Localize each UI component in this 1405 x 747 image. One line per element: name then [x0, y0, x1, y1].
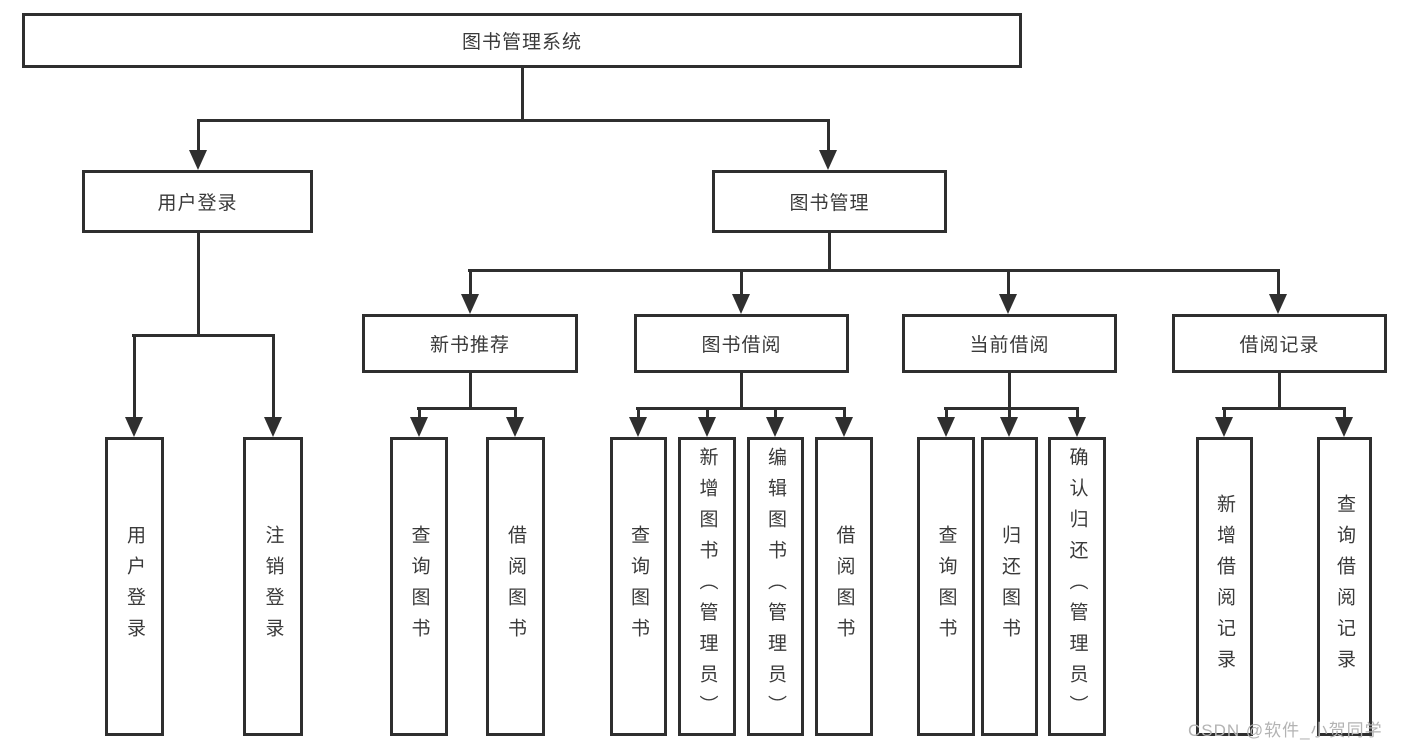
leaf-cb-confirm-return: 确认归还（管理员） [1048, 437, 1106, 736]
leaf-user-login-label: 用户登录 [124, 524, 145, 649]
connector-line [468, 373, 472, 410]
node-user-login: 用户登录 [82, 170, 313, 233]
arrowhead-down-icon [125, 417, 143, 437]
connector-line [1007, 407, 1011, 420]
arrowhead-down-icon [819, 150, 837, 170]
arrowhead-down-icon [766, 417, 784, 437]
leaf-bb-query-book: 查询图书 [610, 437, 667, 736]
leaf-bb-add-book-label: 新增图书（管理员） [696, 447, 718, 726]
arrowhead-down-icon [1335, 417, 1353, 437]
connector-line [705, 407, 709, 420]
connector-line [1342, 407, 1346, 420]
connector-line [944, 406, 1079, 410]
node-new-book-recommend: 新书推荐 [362, 314, 578, 373]
leaf-user-login: 用户登录 [105, 437, 164, 736]
node-book-borrow: 图书借阅 [634, 314, 849, 373]
leaf-cb-return-book-label: 归还图书 [999, 524, 1020, 649]
connector-line [773, 407, 777, 420]
arrowhead-down-icon [835, 417, 853, 437]
connector-line [271, 335, 275, 421]
node-root: 图书管理系统 [22, 13, 1022, 68]
connector-line [1277, 373, 1281, 410]
connector-line [196, 120, 200, 154]
node-book-borrow-label: 图书借阅 [701, 335, 782, 356]
connector-line [1276, 270, 1280, 298]
connector-line [636, 407, 640, 420]
connector-line [513, 407, 517, 420]
arrowhead-down-icon [264, 417, 282, 437]
connector-line [636, 406, 846, 410]
connector-line [520, 68, 524, 122]
csdn-watermark: CSDN @软件_小贺同学 [1188, 721, 1383, 740]
arrowhead-down-icon [937, 417, 955, 437]
node-book-management-label: 图书管理 [789, 193, 870, 214]
leaf-br-add-record-label: 新增借阅记录 [1214, 493, 1235, 680]
arrowhead-down-icon [410, 417, 428, 437]
connector-line [827, 233, 831, 272]
arrowhead-down-icon [461, 294, 479, 314]
leaf-cb-query-book: 查询图书 [917, 437, 975, 736]
leaf-br-query-record: 查询借阅记录 [1317, 437, 1372, 736]
arrowhead-down-icon [189, 150, 207, 170]
arrowhead-down-icon [1000, 417, 1018, 437]
arrowhead-down-icon [1068, 417, 1086, 437]
connector-line [417, 406, 517, 410]
node-book-management: 图书管理 [712, 170, 947, 233]
connector-line [196, 233, 200, 337]
node-user-login-label: 用户登录 [157, 193, 238, 214]
node-root-label: 图书管理系统 [461, 32, 582, 53]
leaf-nb-query-book-label: 查询图书 [408, 524, 430, 649]
connector-line [1222, 406, 1346, 410]
leaf-nb-query-book: 查询图书 [390, 437, 448, 736]
arrowhead-down-icon [698, 417, 716, 437]
leaf-logout-label: 注销登录 [262, 524, 284, 649]
leaf-br-query-record-label: 查询借阅记录 [1334, 493, 1355, 680]
connector-line [842, 407, 846, 420]
arrowhead-down-icon [1269, 294, 1287, 314]
leaf-cb-return-book: 归还图书 [981, 437, 1038, 736]
leaf-bb-edit-book: 编辑图书（管理员） [747, 437, 804, 736]
leaf-logout: 注销登录 [243, 437, 303, 736]
connector-line [826, 120, 830, 154]
arrowhead-down-icon [732, 294, 750, 314]
leaf-bb-borrow-book-label: 借阅图书 [833, 524, 855, 649]
connector-line [1006, 270, 1010, 298]
connector-line [944, 407, 948, 420]
node-current-borrow: 当前借阅 [902, 314, 1117, 373]
leaf-nb-borrow-book-label: 借阅图书 [505, 524, 526, 649]
connector-line [132, 335, 136, 421]
leaf-br-add-record: 新增借阅记录 [1196, 437, 1253, 736]
leaf-bb-query-book-label: 查询图书 [628, 524, 649, 649]
leaf-bb-edit-book-label: 编辑图书（管理员） [765, 447, 786, 726]
arrowhead-down-icon [629, 417, 647, 437]
connector-line [1075, 407, 1079, 420]
node-new-book-recommend-label: 新书推荐 [429, 335, 510, 356]
node-borrow-records: 借阅记录 [1172, 314, 1387, 373]
leaf-cb-query-book-label: 查询图书 [935, 524, 957, 649]
arrowhead-down-icon [999, 294, 1017, 314]
connector-line [1007, 373, 1011, 410]
connector-line [417, 407, 421, 420]
connector-line [468, 268, 1280, 272]
connector-line [739, 373, 743, 410]
arrowhead-down-icon [506, 417, 524, 437]
node-borrow-records-label: 借阅记录 [1239, 335, 1320, 356]
arrowhead-down-icon [1215, 417, 1233, 437]
connector-line [1222, 407, 1226, 420]
connector-line [132, 333, 275, 337]
leaf-nb-borrow-book: 借阅图书 [486, 437, 545, 736]
connector-line [468, 270, 472, 298]
connector-line [197, 118, 830, 122]
connector-line [739, 270, 743, 298]
node-current-borrow-label: 当前借阅 [969, 335, 1050, 356]
leaf-bb-add-book: 新增图书（管理员） [678, 437, 736, 736]
leaf-bb-borrow-book: 借阅图书 [815, 437, 873, 736]
leaf-cb-confirm-return-label: 确认归还（管理员） [1066, 447, 1088, 726]
